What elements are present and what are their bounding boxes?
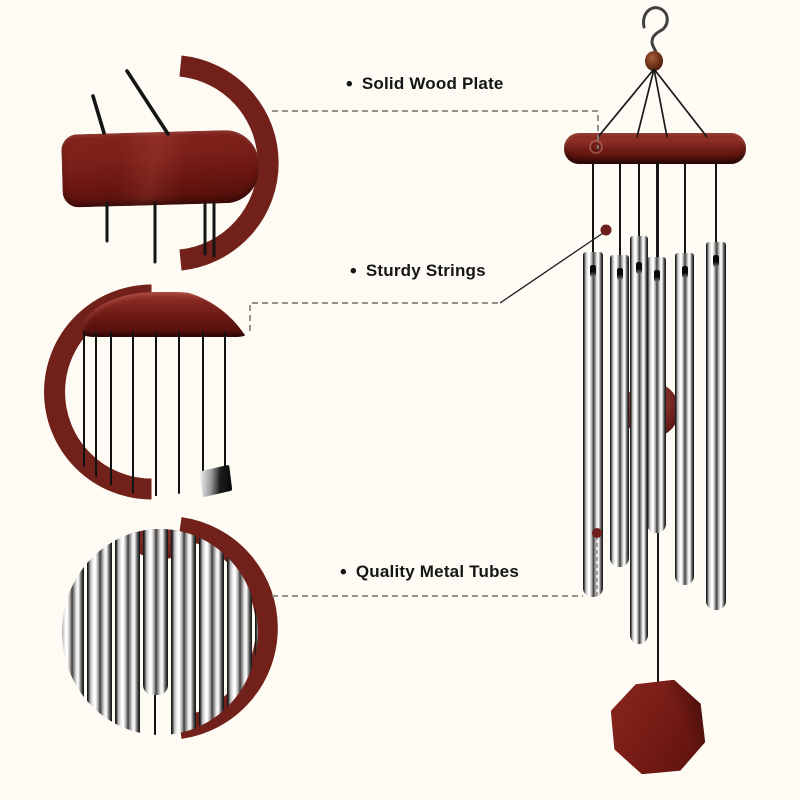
tube-hole [681,266,688,278]
zoom-tube-string [154,695,156,735]
tube-hole [616,268,623,280]
callout-sturdy-strings: • Sturdy Strings [350,261,486,281]
metal-tube [675,253,694,585]
tube-hole [653,270,660,282]
metal-tube [706,242,726,610]
zoom-metal-tube [62,529,84,735]
metal-tube [647,257,666,533]
bullet-icon: • [350,260,357,282]
tube-string [715,163,717,242]
tube-string [619,163,621,255]
metal-tube [630,236,648,644]
zoom-metal-tube-short [143,529,168,695]
callout-label: Sturdy Strings [365,261,486,280]
tube-string [592,163,594,252]
zoom-string [178,332,180,496]
zoom-string [224,332,226,496]
callout-label: Solid Wood Plate [361,74,504,93]
metal-tube [610,255,629,567]
tube-string [638,163,640,236]
tube-hole [713,255,719,267]
callout-quality-metal-tubes: • Quality Metal Tubes [340,562,519,582]
zoom-string [202,332,204,496]
zoom-metal-tube [115,529,140,735]
tube-string [684,163,686,253]
callout-solid-wood-plate: • Solid Wood Plate [346,74,504,94]
tube-hole [636,262,642,274]
zoom-metal-tube [87,529,112,735]
callout-label: Quality Metal Tubes [355,562,519,581]
bullet-icon: • [346,73,353,95]
bullet-icon: • [340,561,347,583]
zoom-string [155,332,157,496]
